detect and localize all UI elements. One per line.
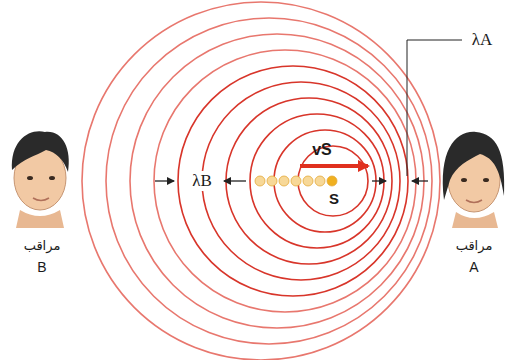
observer-face xyxy=(12,131,69,228)
source-dot xyxy=(315,176,325,186)
wavefront-circle xyxy=(274,130,376,232)
wavefronts xyxy=(82,2,440,360)
wavefront-circle xyxy=(298,146,368,216)
observer-label: مراقب xyxy=(24,239,61,253)
source-dot xyxy=(291,176,301,186)
wavefront-circle xyxy=(106,18,432,344)
wavefront-circle xyxy=(154,50,416,312)
wavefront-circle xyxy=(202,82,400,280)
wavefront-circle xyxy=(250,114,384,248)
wavelength-label: λB xyxy=(192,172,212,191)
observer-letter: A xyxy=(469,260,478,275)
wavefront-circle xyxy=(178,66,408,296)
wavefront-circle xyxy=(130,34,424,328)
label-patch xyxy=(186,171,218,191)
source-positions xyxy=(255,176,337,186)
source-dot xyxy=(327,176,337,186)
source-dot xyxy=(267,176,277,186)
wavelength-arrow xyxy=(224,180,246,181)
wavefront-circle xyxy=(82,2,440,360)
source-dot xyxy=(255,176,265,186)
wavelength-arrow xyxy=(372,180,386,181)
wavelength-arrow xyxy=(155,180,174,181)
source-label: S xyxy=(329,191,339,208)
velocity-label: vS xyxy=(312,141,332,159)
source-dot xyxy=(279,176,289,186)
wavelength-label: λA xyxy=(472,31,493,50)
wavelength-arrow xyxy=(412,180,428,181)
observer-face xyxy=(443,132,504,228)
observer-letter: B xyxy=(37,260,46,275)
observer-label: مراقب xyxy=(456,239,493,253)
wavefront-circle xyxy=(226,98,392,264)
velocity-arrow xyxy=(300,164,368,168)
source-dot xyxy=(303,176,313,186)
